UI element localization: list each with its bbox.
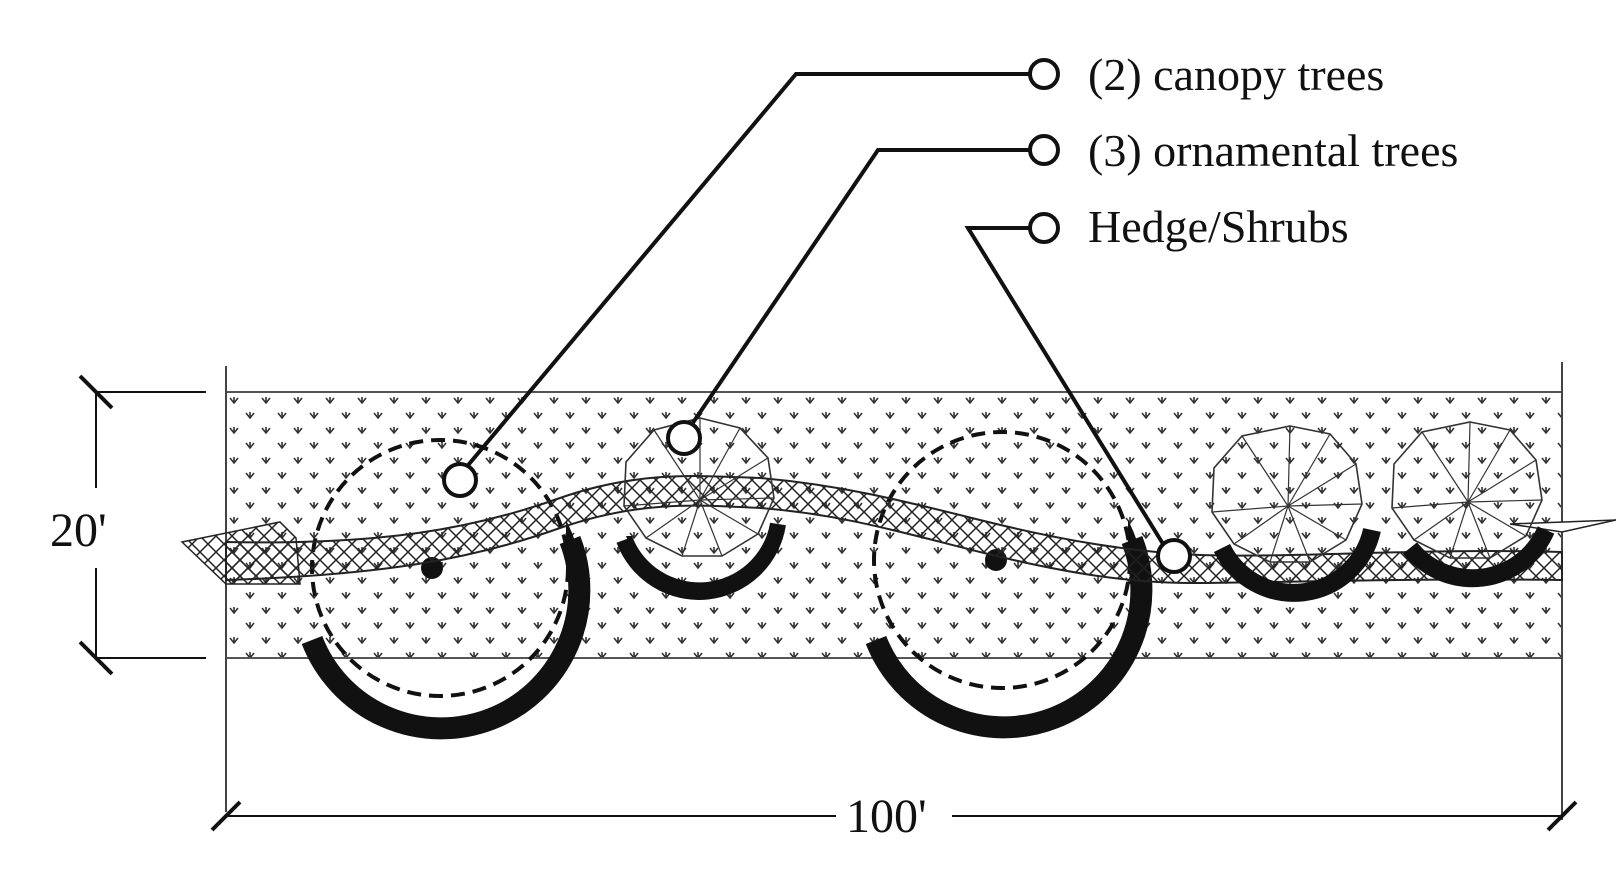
canopy-marker [1028,58,1060,90]
ornamental-tree-marker [666,420,702,456]
ornamental-tree-2 [1211,425,1381,602]
label-ornamental-trees: (3) ornamental trees [1088,125,1458,176]
leader-markers [442,58,1192,574]
depth-label: 20' [50,504,107,557]
label-hedge-shrubs: Hedge/Shrubs [1088,201,1349,252]
ornamental-marker [1028,134,1060,166]
hedge-leader [964,226,1170,554]
canopy-leader [462,72,1030,472]
ornamental-tree-3 [1391,421,1555,588]
canopy-tree-marker [442,462,478,498]
length-label: 100' [846,790,927,843]
ornamental-leader [686,148,1030,432]
leader-lines [462,72,1170,554]
hedge-marker-point [1156,538,1192,574]
label-canopy-trees: (2) canopy trees [1088,49,1384,100]
length-dimension [210,800,1578,832]
depth-dimension [78,374,206,676]
hedge-marker [1028,212,1060,244]
ornamental-tree-1 [616,417,786,600]
